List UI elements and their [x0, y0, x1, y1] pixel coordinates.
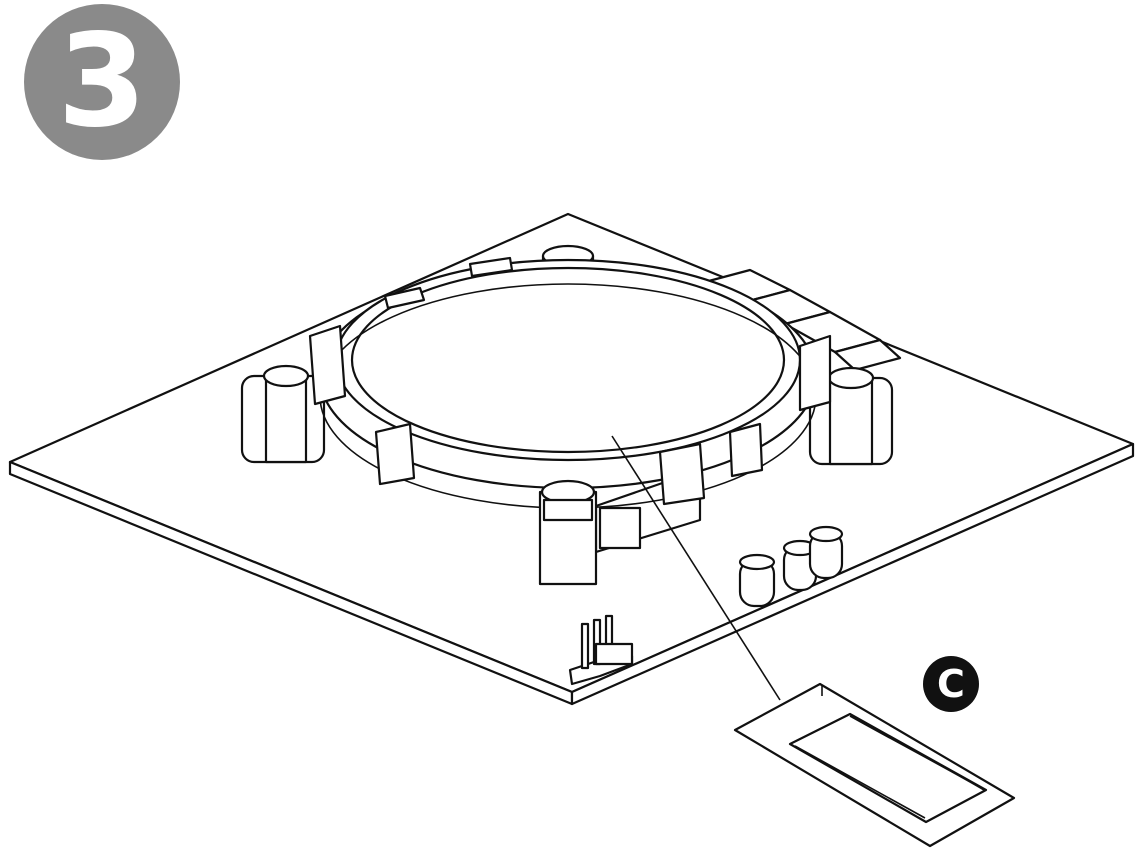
fan-header — [568, 614, 634, 686]
cpu-bracket-ring — [308, 256, 832, 509]
standoff-left — [240, 364, 326, 464]
callout-letter: C — [937, 662, 965, 706]
step-number: 3 — [57, 7, 147, 156]
callout-badge: C — [923, 656, 979, 712]
cooler-contact-plate — [733, 682, 1016, 848]
callout-leader-line — [611, 435, 781, 701]
standoff-front — [538, 479, 598, 586]
step-number-badge: 3 — [24, 4, 180, 160]
capacitor-row-front — [738, 525, 844, 608]
